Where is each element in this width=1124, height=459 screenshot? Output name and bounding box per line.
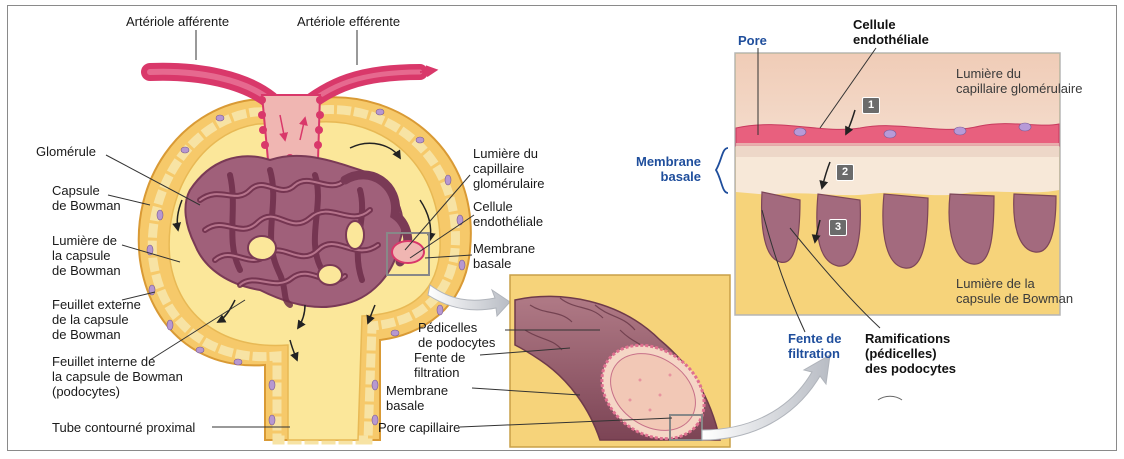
- label-pore: Pore: [738, 33, 767, 48]
- label-cellule-endotheliale: Cellule endothéliale: [473, 199, 543, 229]
- label-membrane-basale: Membrane basale: [473, 241, 535, 271]
- label-capsule-bowman: Capsule de Bowman: [52, 183, 121, 213]
- label-ramifications: Ramifications (pédicelles) des podocytes: [865, 331, 956, 376]
- label-membrane-basale-3: Membrane basale: [636, 154, 701, 184]
- label-feuillet-interne: Feuillet interne de la capsule de Bowman…: [52, 354, 183, 399]
- capillary-panel: [510, 275, 730, 458]
- label-pedicelles: Pédicelles de podocytes: [418, 320, 495, 350]
- label-fente-filtration-2: Fente de filtration: [788, 331, 841, 361]
- label-lumiere-capillaire-2: Lumière du capillaire glomérulaire: [956, 66, 1082, 96]
- label-feuillet-externe: Feuillet externe de la capsule de Bowman: [52, 297, 141, 342]
- label-pore-capillaire: Pore capillaire: [378, 420, 460, 435]
- label-lumiere-capsule-2: Lumière de la capsule de Bowman: [956, 276, 1073, 306]
- step-3-badge: 3: [829, 219, 847, 236]
- label-cellule-endotheliale-2: Cellule endothéliale: [853, 17, 929, 47]
- label-lumiere-capsule: Lumière de la capsule de Bowman: [52, 233, 121, 278]
- label-fente-filtration: Fente de filtration: [414, 350, 465, 380]
- label-tube-contourne: Tube contourné proximal: [52, 420, 195, 435]
- label-glomerule: Glomérule: [36, 144, 96, 159]
- label-membrane-basale-2: Membrane basale: [386, 383, 448, 413]
- label-arteriole-efferente: Artériole efférente: [297, 14, 400, 29]
- label-arteriole-afferente: Artériole afférente: [126, 14, 229, 29]
- step-1-badge: 1: [862, 97, 880, 114]
- label-lumiere-capillaire: Lumière du capillaire glomérulaire: [473, 146, 545, 191]
- step-2-badge: 2: [836, 164, 854, 181]
